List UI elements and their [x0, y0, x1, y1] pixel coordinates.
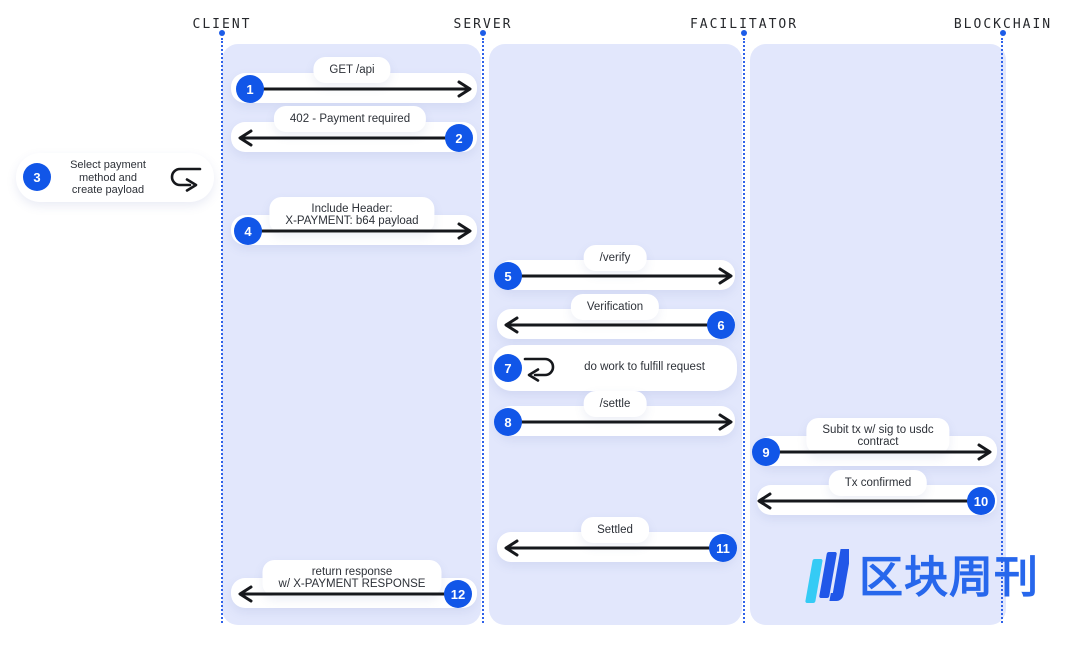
self-loop-icon — [523, 357, 555, 382]
actor-label-facilitator: FACILITATOR — [689, 17, 799, 32]
actor-label-client: CLIENT — [192, 17, 252, 32]
step-number: 4 — [234, 217, 262, 245]
arrow-left-icon — [757, 492, 983, 510]
actor-label-server: SERVER — [453, 17, 513, 32]
arrow-left-icon — [504, 316, 723, 334]
step-number: 10 — [967, 487, 995, 515]
arrow-left-icon — [238, 129, 461, 147]
step-number: 3 — [23, 163, 51, 191]
watermark-text: 区块周刊 — [859, 552, 1039, 603]
lane-facilitator-blockchain — [750, 44, 1006, 625]
message-label: Verification — [570, 294, 660, 320]
self-loop-icon — [170, 167, 202, 192]
message-label: Tx confirmed — [828, 470, 928, 496]
message-label: return response w/ X-PAYMENT RESPONSE — [262, 560, 442, 596]
step-number: 7 — [494, 354, 522, 382]
lifeline-dot-blockchain — [1000, 30, 1006, 36]
lifeline-client — [221, 38, 223, 623]
step-number: 12 — [444, 580, 472, 608]
step-number: 11 — [709, 534, 737, 562]
step-number: 2 — [445, 124, 473, 152]
lifeline-blockchain — [1001, 38, 1003, 623]
lifeline-dot-facilitator — [741, 30, 747, 36]
step-number: 1 — [236, 75, 264, 103]
message-text: 402 - Payment required — [289, 112, 411, 125]
arrow-right-icon — [248, 222, 472, 240]
step-number: 5 — [494, 262, 522, 290]
arrow-left-icon — [238, 585, 460, 603]
message-label: 402 - Payment required — [273, 106, 427, 132]
message-text: GET /api — [329, 63, 375, 76]
message-label: do work to fulfill request — [584, 361, 705, 373]
step-number: 8 — [494, 408, 522, 436]
actor-label-blockchain: BLOCKCHAIN — [953, 17, 1053, 32]
lifeline-facilitator — [743, 38, 745, 623]
step-number: 6 — [707, 311, 735, 339]
arrow-left-icon — [504, 539, 725, 557]
arrow-right-icon — [250, 80, 472, 98]
lifeline-server — [482, 38, 484, 623]
message-label: Select payment method and create payload — [70, 159, 146, 196]
arrow-right-icon — [508, 413, 733, 431]
message-bubble — [492, 345, 737, 391]
message-label: /settle — [583, 391, 647, 417]
arrow-right-icon — [508, 267, 733, 285]
logo-mark-icon — [805, 549, 849, 603]
message-label: GET /api — [313, 57, 391, 83]
step-number: 9 — [752, 438, 780, 466]
message-label: /verify — [583, 245, 647, 271]
arrow-right-icon — [766, 443, 992, 461]
message-label: Settled — [581, 517, 649, 543]
watermark-logo: 区块周刊 — [793, 541, 1039, 605]
message-label: Subit tx w/ sig to usdc contract — [806, 418, 950, 454]
message-label: Include Header: X-PAYMENT: b64 payload — [269, 197, 435, 233]
lifeline-dot-client — [219, 30, 225, 36]
lifeline-dot-server — [480, 30, 486, 36]
